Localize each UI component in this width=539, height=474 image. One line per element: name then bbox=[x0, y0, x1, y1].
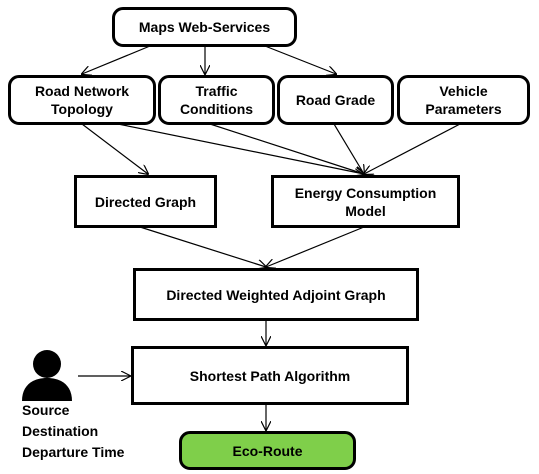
directed-graph-label: Directed Graph bbox=[94, 193, 197, 210]
traffic-conditions-label: Traffic Conditions bbox=[179, 83, 254, 117]
arrow-road-network-to-directed-graph bbox=[81, 123, 148, 174]
shortest-path-algorithm-label: Shortest Path Algorithm bbox=[189, 367, 351, 384]
arrow-road-grade-to-energy bbox=[333, 123, 364, 174]
arrow-directed-graph-to-adjoint bbox=[139, 226, 266, 267]
arrow-energy-to-adjoint bbox=[266, 226, 365, 267]
vehicle-parameters-box: Vehicle Parameters bbox=[397, 75, 530, 125]
arrow-maps-to-road-network bbox=[82, 45, 151, 74]
person-icon bbox=[22, 350, 72, 401]
road-network-topology-label: Road Network Topology bbox=[34, 83, 130, 117]
user-inputs-list: Source Destination Departure Time bbox=[22, 400, 124, 463]
directed-weighted-adjoint-graph-label: Directed Weighted Adjoint Graph bbox=[166, 286, 386, 303]
energy-consumption-model-box: Energy Consumption Model bbox=[271, 175, 460, 228]
traffic-conditions-box: Traffic Conditions bbox=[158, 75, 275, 125]
shortest-path-algorithm-box: Shortest Path Algorithm bbox=[131, 346, 409, 405]
road-grade-box: Road Grade bbox=[277, 75, 394, 125]
arrow-road-network-to-energy bbox=[117, 123, 364, 174]
maps-web-services-label: Maps Web-Services bbox=[138, 19, 271, 35]
directed-weighted-adjoint-graph-box: Directed Weighted Adjoint Graph bbox=[133, 268, 419, 321]
arrow-traffic-to-energy bbox=[209, 123, 364, 174]
input-destination: Destination bbox=[22, 423, 99, 439]
input-departure-time: Departure Time bbox=[22, 444, 125, 460]
arrow-vehicle-to-energy bbox=[364, 123, 461, 174]
eco-route-box: Eco-Route bbox=[179, 431, 356, 470]
energy-consumption-model-label: Energy Consumption Model bbox=[294, 184, 437, 219]
vehicle-parameters-label: Vehicle Parameters bbox=[425, 83, 502, 117]
arrow-maps-to-road-grade bbox=[264, 45, 336, 74]
road-network-topology-box: Road Network Topology bbox=[8, 75, 156, 125]
directed-graph-box: Directed Graph bbox=[74, 175, 217, 228]
input-source: Source bbox=[22, 402, 70, 418]
eco-route-label: Eco-Route bbox=[232, 442, 303, 459]
road-grade-label: Road Grade bbox=[295, 92, 376, 108]
maps-web-services-box: Maps Web-Services bbox=[112, 7, 297, 47]
